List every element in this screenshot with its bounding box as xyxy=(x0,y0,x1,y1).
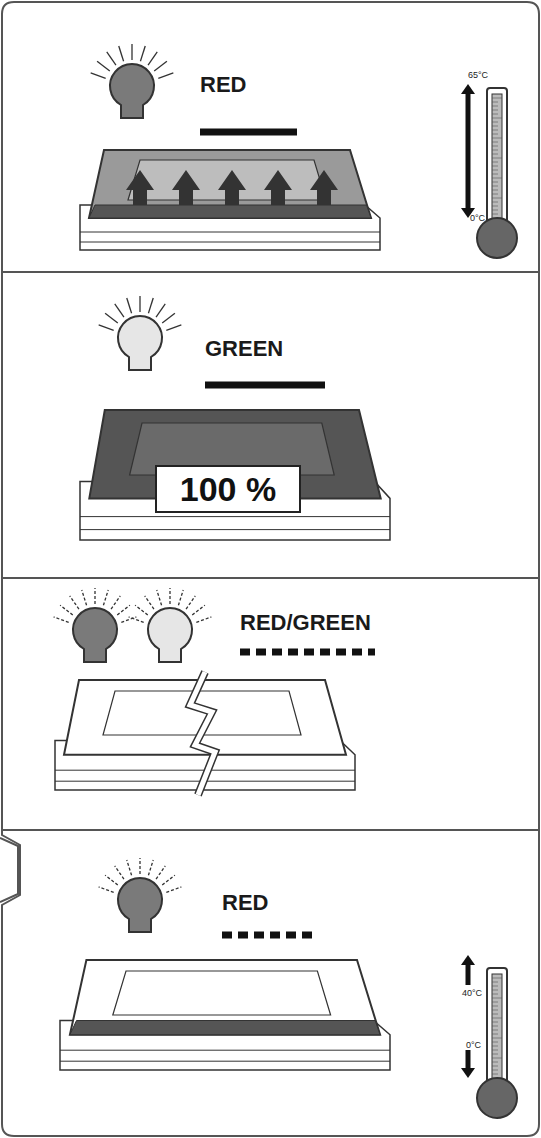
temperature-label: 65°C xyxy=(468,70,488,80)
led-bulb xyxy=(129,588,212,662)
blink-bar xyxy=(240,649,375,656)
charge-arrow xyxy=(264,170,292,205)
status-panel: RED/GREEN xyxy=(2,578,539,830)
charge-percent: 100 % xyxy=(157,470,299,509)
temperature-label: 0°C xyxy=(466,1040,481,1050)
temp-arrow xyxy=(461,84,475,150)
thermometer xyxy=(477,968,517,1118)
divider xyxy=(2,829,539,831)
temperature-label: 0°C xyxy=(470,213,485,223)
divider xyxy=(2,271,539,273)
tab-notch xyxy=(0,838,18,902)
charge-level-box: 100 % xyxy=(155,465,301,513)
charge-arrow xyxy=(310,170,338,205)
charge-arrow xyxy=(126,170,154,205)
steady-bar xyxy=(200,129,297,136)
led-color-label: RED xyxy=(200,72,246,98)
battery-pack xyxy=(60,960,390,1070)
status-panel: RED xyxy=(2,830,539,1136)
temp-arrow xyxy=(461,955,475,985)
led-color-label: GREEN xyxy=(205,336,283,362)
temp-arrow xyxy=(461,1050,475,1078)
led-bulb xyxy=(54,588,137,662)
led-color-label: RED/GREEN xyxy=(240,610,371,636)
temperature-label: 40°C xyxy=(462,988,482,998)
led-bulb xyxy=(99,858,182,932)
led-bulb xyxy=(99,296,182,370)
temp-arrow xyxy=(461,150,475,218)
status-panel: GREEN 100 % xyxy=(2,272,539,578)
battery-pack xyxy=(80,410,390,540)
status-panel: RED xyxy=(2,2,539,272)
battery-pack xyxy=(80,150,380,250)
charge-arrow xyxy=(218,170,246,205)
thermometer xyxy=(477,88,517,258)
steady-bar xyxy=(205,382,325,389)
led-color-label: RED xyxy=(222,890,268,916)
divider xyxy=(2,577,539,579)
charge-arrow xyxy=(172,170,200,205)
crack xyxy=(190,672,215,795)
crack xyxy=(190,672,215,795)
blink-bar xyxy=(222,932,312,939)
led-bulb xyxy=(91,44,174,118)
